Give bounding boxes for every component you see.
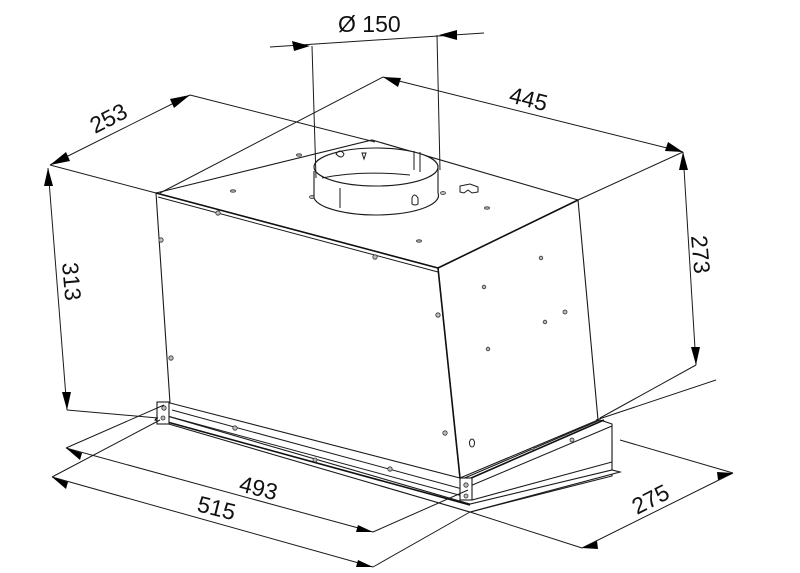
label-body-height: 273: [686, 234, 715, 274]
label-top-width: 445: [507, 82, 551, 117]
dimension-lines: [44, 30, 734, 568]
label-top-depth: 253: [85, 98, 131, 139]
label-outer-width: 515: [195, 491, 239, 526]
duct-collar: [313, 147, 479, 216]
label-total-height: 313: [57, 261, 86, 301]
label-inner-width: 493: [237, 471, 281, 506]
label-base-depth: 275: [627, 479, 673, 520]
label-duct-diameter: Ø 150: [338, 11, 401, 37]
